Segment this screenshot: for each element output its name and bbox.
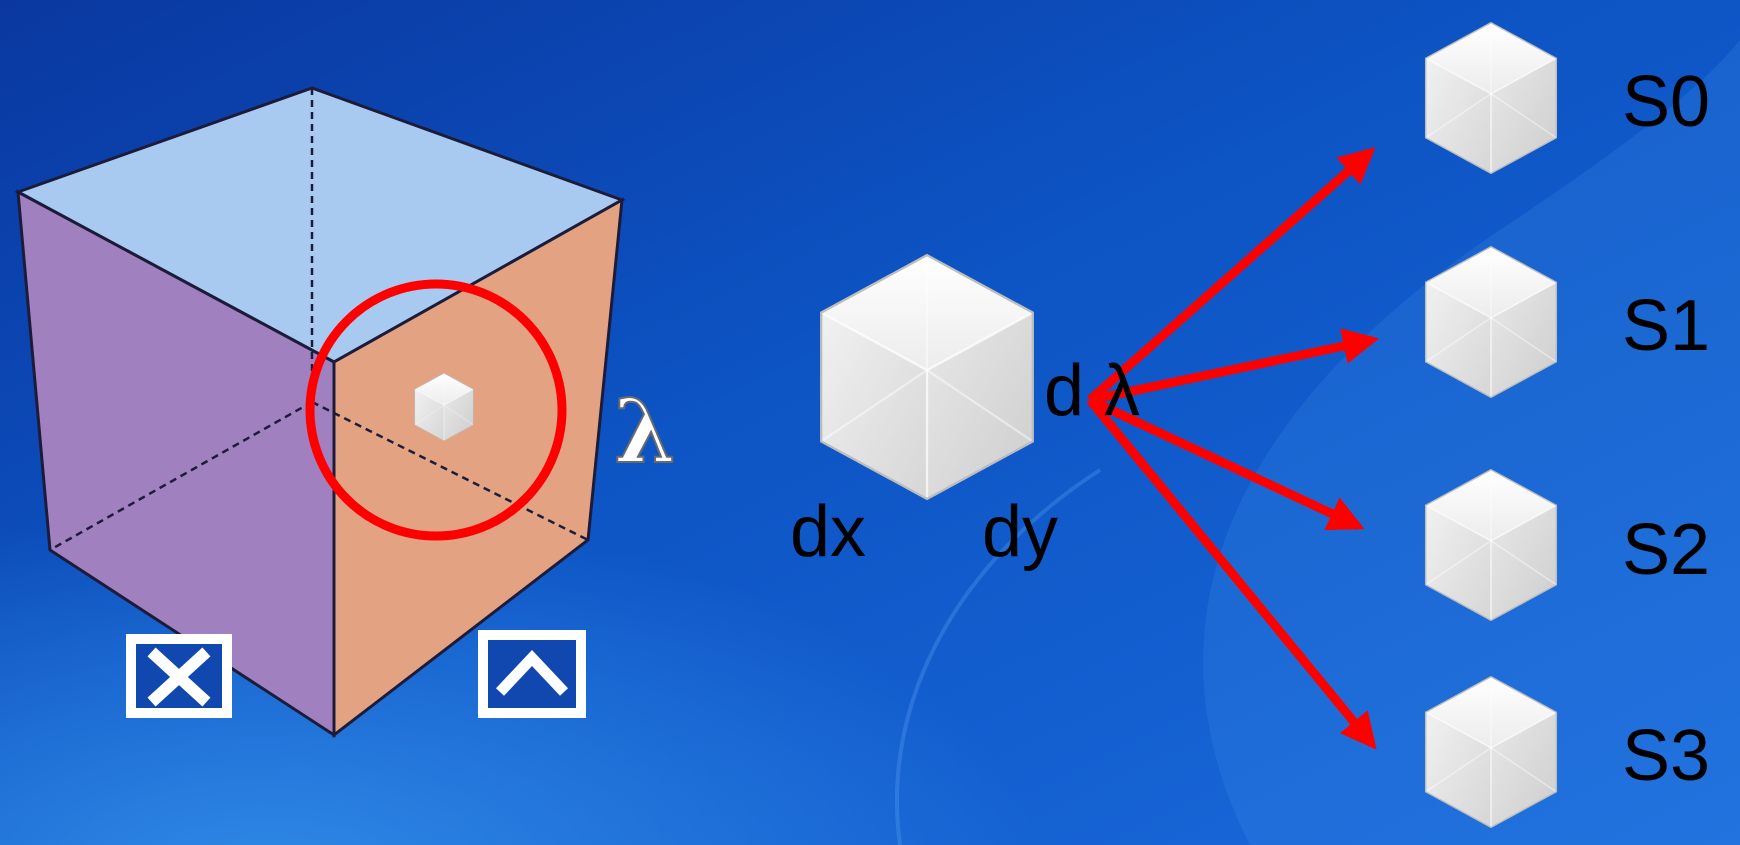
arrows: [1086, 147, 1380, 750]
background-arc: [894, 468, 1102, 845]
highlight-circle: [305, 279, 567, 541]
background-swoosh: [1203, 40, 1740, 845]
voxel-lambda-label: d λ: [1044, 351, 1140, 431]
voxel-y-label: dy: [982, 492, 1058, 572]
voxel-x-label: dx: [790, 492, 866, 572]
stokes-label-s3: S3: [1622, 716, 1710, 796]
hidden-edge-right: [311, 400, 589, 542]
data-cube-right-face: [332, 197, 624, 739]
chevron-up-icon-glyph: [495, 649, 569, 696]
stokes-label-s0: S0: [1622, 62, 1710, 142]
stokes-label-s1: S1: [1622, 286, 1710, 366]
close-icon-glyph: [147, 647, 211, 707]
chevron-up-icon: [478, 630, 586, 718]
close-icon: [126, 634, 232, 718]
data-cube: [14, 86, 626, 739]
arrow-to-s2: [1088, 395, 1365, 531]
arrow-to-s0: [1087, 147, 1376, 404]
hidden-edge-left: [49, 400, 313, 552]
arrow-to-s3: [1086, 397, 1377, 750]
spectral-axis-label: λ: [614, 379, 676, 483]
stokes-label-s2: S2: [1622, 510, 1710, 590]
arrow-to-s1: [1089, 328, 1380, 405]
